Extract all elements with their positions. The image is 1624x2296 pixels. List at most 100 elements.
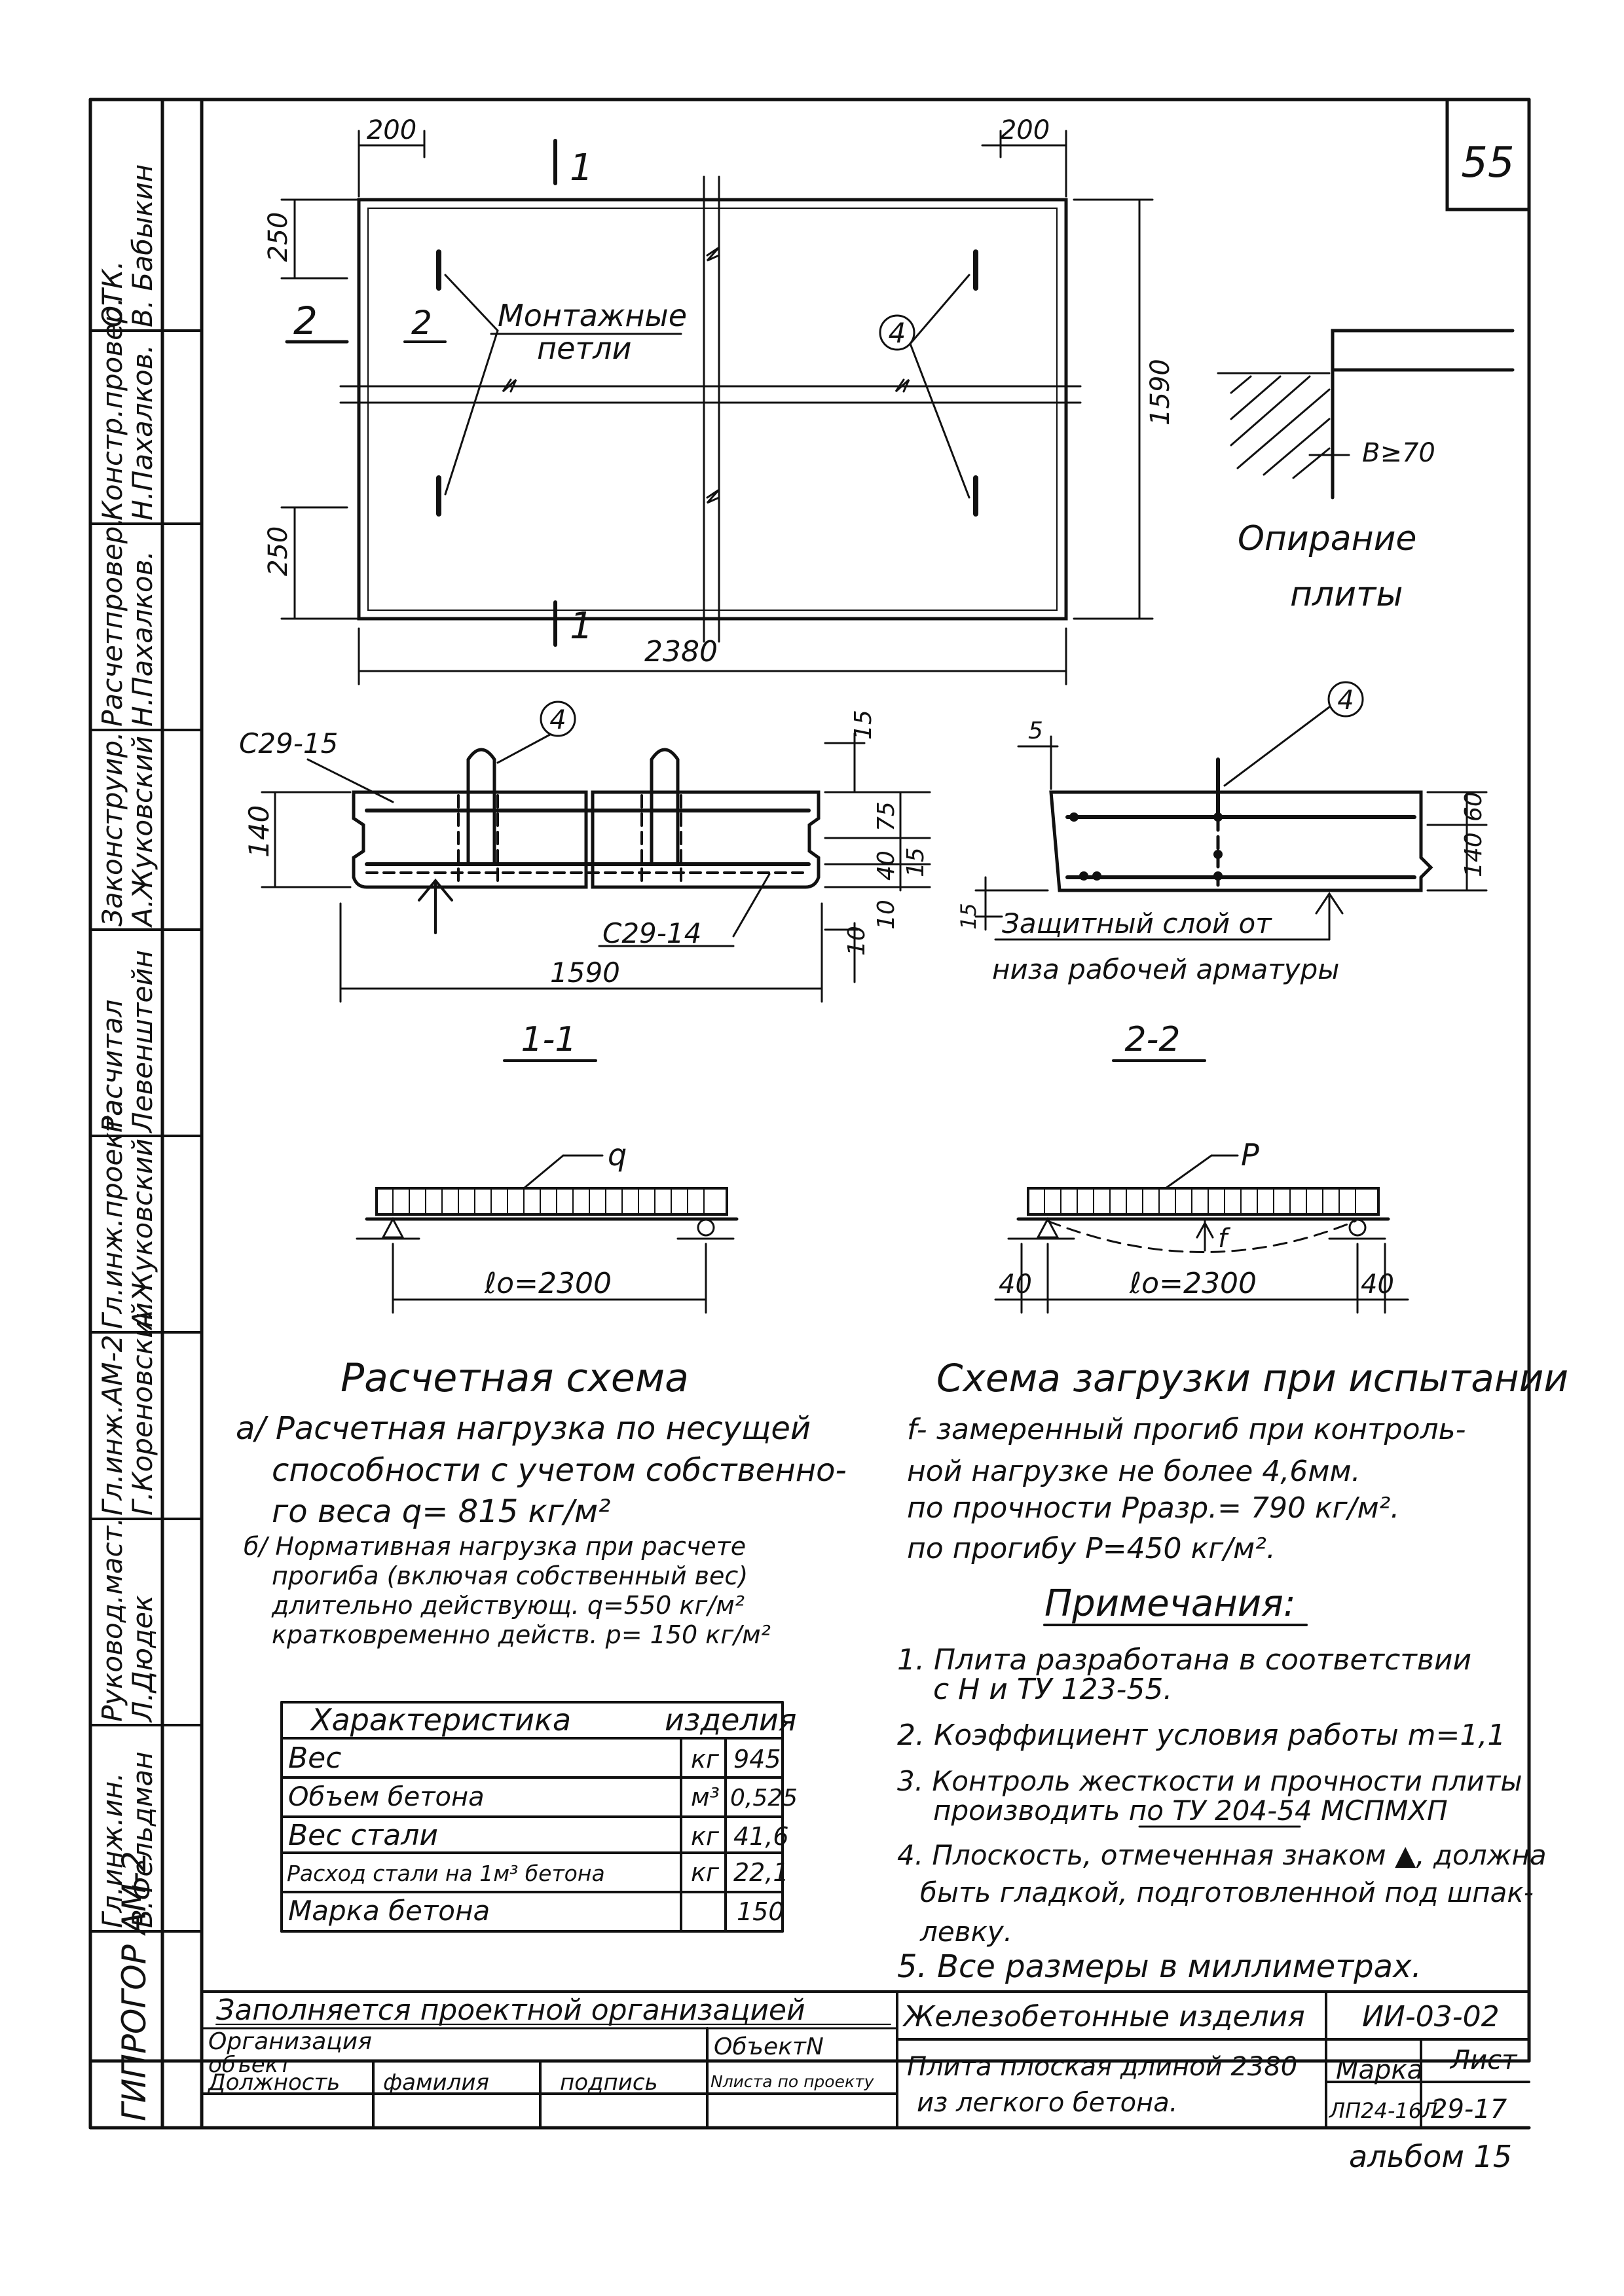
doc-code: ИИ-03-02 — [1362, 2000, 1500, 2033]
s22-note-2: низа рабочей арматуры — [992, 953, 1339, 985]
note-2: 2. Коэффициент условия работы m=1,1 — [897, 1719, 1505, 1752]
note-4b: быть гладкой, подготовленной под шпак- — [920, 1876, 1534, 1908]
stamp-role-9: Гл.инж.ин. — [96, 1772, 128, 1928]
dim-height: 1590 — [1145, 359, 1175, 426]
section-1-1: С29-15 4 С29-14 140 1590 15 75 — [239, 701, 931, 1062]
test-line-4: по прогибу P=450 кг/м². — [907, 1532, 1276, 1565]
span-left: ℓo=2300 — [484, 1267, 612, 1300]
table-header-2: изделия — [665, 1702, 796, 1738]
stamp-role-6: Гл.инж.проекта — [96, 1099, 128, 1329]
stamp-organization: ГИПРОГОР АМ-2 — [115, 1851, 153, 2121]
s22-dim-140: 140 — [1460, 832, 1487, 877]
row-2-name: Объем бетона — [288, 1782, 485, 1812]
design-line-5: прогиба (включая собственный вес) — [272, 1561, 748, 1590]
stamp-name-4: А.Жуковский — [126, 736, 158, 928]
offset-left: 40 — [999, 1269, 1032, 1300]
loop-leaders — [444, 274, 970, 499]
row-5-name: Марка бетона — [288, 1895, 490, 1927]
note-1b: с Н и ТУ 123-55. — [933, 1673, 1172, 1706]
s11-dim-top: 15 — [850, 710, 877, 740]
bar-top-label: С29-15 — [239, 727, 338, 759]
design-line-2: способности с учетом собственно- — [272, 1452, 847, 1489]
s22-callout: 4 — [1337, 685, 1354, 716]
s11-callout: 4 — [549, 705, 566, 735]
test-line-1: f- замеренный прогиб при контроль- — [907, 1413, 1466, 1446]
rebar-1-1 — [365, 809, 811, 866]
load-p: P — [1241, 1137, 1259, 1173]
break-lines — [339, 175, 1082, 643]
stamp-name-6: А.Жуковский — [126, 1139, 158, 1331]
notes: Примечания: 1. Плита разработана в соотв… — [897, 1582, 1547, 1985]
section-2-2: 4 5 60 140 15 Защитный слой от низа рабо… — [956, 681, 1488, 1062]
callout-4-circle — [879, 314, 915, 351]
sheet-per-project: Nлиста по проекту — [710, 2072, 875, 2091]
s22-callout-circle — [1327, 681, 1364, 718]
support-hatch — [1217, 372, 1331, 479]
loops-label-2: петли — [537, 331, 631, 366]
s11-dim-40: 40 — [873, 850, 900, 881]
product-line-1: Плита плоская длиной 2380 — [907, 2052, 1297, 2082]
support-caption-1: Опирание — [1238, 519, 1416, 558]
stamp-name-8: Л.Дюдек — [126, 1595, 158, 1723]
org-label: Организация — [208, 2028, 372, 2055]
stamp-role-5: Расчитал — [96, 1000, 128, 1133]
sheet-label: Лист — [1449, 2045, 1518, 2075]
design-line-4: б/ Нормативная нагрузка при расчете — [244, 1532, 746, 1561]
support-caption-2: плиты — [1290, 575, 1403, 614]
s22-title: 2-2 — [1125, 1020, 1181, 1059]
s11-title: 1-1 — [521, 1020, 577, 1059]
test-line-3: по прочности Pразр.= 790 кг/м². — [907, 1491, 1399, 1525]
s22-note-1: Защитный слой от — [1002, 907, 1272, 939]
section-loops — [466, 748, 680, 866]
design-line-7: кратковременно действ. p= 150 кг/м² — [272, 1620, 771, 1649]
s11-dim-10a: 10 — [873, 900, 900, 930]
note-5: 5. Все размеры в миллиметрах. — [897, 1948, 1422, 1985]
stamp-role-7: Гл.инж.АМ-2 — [96, 1335, 128, 1516]
plan-callout-4: 4 — [889, 317, 906, 349]
row-5-value: 150 — [737, 1897, 784, 1926]
plan-view: 4 Монтажные петли 1 1 2 2 200 200 — [263, 115, 1175, 685]
s11-dim-15: 15 — [902, 847, 929, 877]
dim-left-top: 250 — [263, 212, 293, 262]
album-number: альбом 15 — [1349, 2139, 1512, 2174]
characteristics-table: Характеристика изделия Вес кг 945 Объем … — [280, 1701, 798, 1933]
page-number-box: 55 — [1445, 98, 1531, 211]
lifting-loops — [436, 249, 978, 517]
design-line-1: а/ Расчетная нагрузка по несущей — [236, 1410, 811, 1447]
row-2-value: 0,525 — [730, 1785, 798, 1812]
note-3: 3. Контроль жесткости и прочности плиты — [897, 1765, 1522, 1797]
stamp-name-7: Г.Кореновский — [126, 1302, 158, 1516]
section-2-left: 2 — [293, 299, 318, 343]
dim-left-bottom: 250 — [263, 526, 293, 576]
row-4-name: Расход стали на 1м³ бетона — [287, 1861, 605, 1886]
test-scheme-title: Схема загрузки при испытании — [936, 1356, 1568, 1400]
row-3-value: 41,6 — [733, 1822, 789, 1851]
s22-dim-5: 5 — [1028, 718, 1043, 744]
row-4-value: 22,1 — [733, 1858, 789, 1887]
section-2-inner: 2 — [411, 304, 432, 342]
note-3b: производить по ТУ 204-54 МСПМХП — [933, 1795, 1448, 1827]
test-line-2: ной нагрузке не более 4,6мм. — [907, 1455, 1361, 1488]
category: Железобетонные изделия — [902, 2000, 1305, 2033]
row-1-unit: кг — [691, 1745, 720, 1774]
title-block: Заполняется проектной организацией Орган… — [200, 1990, 1530, 2174]
offset-right: 40 — [1361, 1269, 1394, 1300]
product-line-2: из легкого бетона. — [917, 2088, 1177, 2118]
position-label: Должность — [207, 2069, 340, 2096]
deflection-f: f — [1218, 1224, 1231, 1254]
support-detail: B≥70 Опирание плиты — [1217, 329, 1515, 614]
table-header-1: Характеристика — [310, 1702, 571, 1738]
notes-title: Примечания: — [1044, 1582, 1296, 1625]
s11-dim-75: 75 — [873, 801, 900, 831]
note-1: 1. Плита разработана в соответствии — [897, 1643, 1471, 1677]
load-q: q — [608, 1137, 627, 1173]
row-3-unit: кг — [691, 1822, 720, 1851]
note-4: 4. Плоскость, отмеченная знаком ▲, должн… — [897, 1839, 1547, 1871]
s11-dim-10b: 10 — [843, 926, 870, 956]
object-label: объект — [208, 2052, 292, 2078]
stamp-name-2: Н.Пахалков. — [126, 344, 158, 520]
stamp-name-3: Н.Пахалков. — [126, 551, 158, 727]
design-line-6: длительно действующ. q=550 кг/м² — [271, 1591, 745, 1620]
dim-top-right: 200 — [1000, 115, 1050, 145]
